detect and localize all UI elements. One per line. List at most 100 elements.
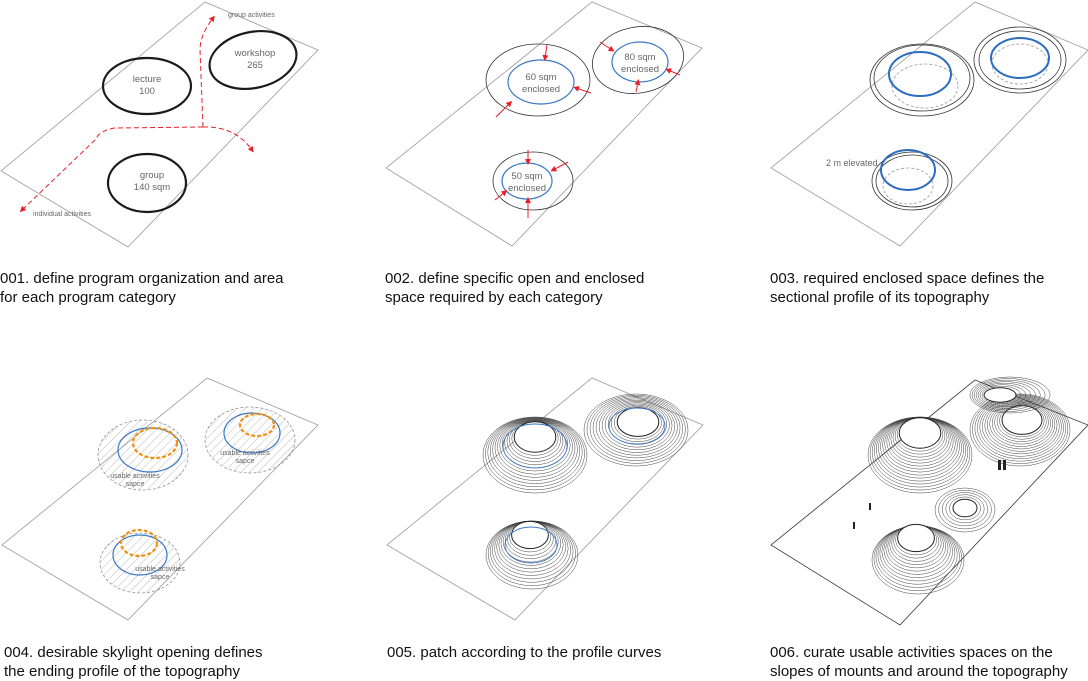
contour-line — [994, 402, 1049, 442]
panel-003: 2 m elevated — [770, 1, 1088, 247]
contour-line — [489, 417, 581, 484]
site-plane — [770, 1, 1088, 247]
contour-line — [949, 496, 981, 521]
contour-line — [974, 395, 1066, 462]
caption-line: 002. define specific open and enclosed — [385, 270, 645, 287]
label-60sqm: 60 sqm — [525, 72, 556, 83]
contour-line — [986, 399, 1056, 450]
caption-line: 001. define program organization and are… — [0, 270, 284, 287]
caption-line: 005. patch according to the profile curv… — [387, 644, 662, 661]
contour-line — [487, 417, 583, 487]
contour-line — [504, 420, 566, 466]
contour-line — [991, 401, 1051, 445]
topography-contours — [867, 376, 1071, 595]
caption-003: 003. required enclosed space defines the… — [770, 269, 1044, 307]
caption-line: 004. desirable skylight opening defines — [4, 644, 263, 661]
contour-line — [492, 418, 578, 481]
contour-line — [586, 394, 686, 464]
workshop-zone — [208, 30, 298, 90]
contour-line — [999, 404, 1045, 438]
lecture-area: 100 — [139, 86, 155, 97]
contour-line — [604, 402, 670, 448]
enclosed-outline — [504, 526, 558, 564]
usable-space-label: usable activities — [110, 473, 160, 480]
enclosed-outline — [502, 423, 568, 469]
contour-line — [607, 403, 668, 445]
contour-line — [969, 376, 1051, 414]
caption-002: 002. define specific open and enclosed sp… — [385, 269, 644, 307]
circulation-path — [19, 126, 204, 213]
group-zone — [106, 152, 188, 214]
contour-line — [485, 417, 585, 491]
contour-line — [938, 489, 992, 530]
contour-line — [979, 384, 1026, 406]
caption-line: 003. required enclosed space defines the — [770, 270, 1045, 287]
panel-006 — [770, 376, 1088, 626]
contour-line — [511, 520, 549, 550]
contour-line — [583, 393, 689, 467]
contour-line — [509, 420, 561, 459]
contour-line — [513, 421, 557, 453]
circulation-path — [202, 126, 254, 153]
contour-line — [975, 381, 1036, 409]
contour-line — [601, 401, 673, 451]
contour-line — [977, 382, 1031, 408]
caption-line: space required by each category — [385, 289, 603, 306]
workshop-label: workshop — [234, 48, 276, 59]
contour-line — [497, 418, 573, 475]
label-enclosed: enclosed — [508, 183, 546, 194]
label-50sqm: 50 sqm — [511, 171, 542, 182]
lecture-label: lecture — [133, 74, 162, 85]
contour-line — [598, 399, 675, 453]
contour-line — [482, 416, 588, 494]
contour-line — [595, 398, 678, 456]
contour-line — [592, 397, 681, 459]
site-plane — [1, 377, 319, 621]
caption-005: 005. patch according to the profile curv… — [387, 643, 661, 662]
contour-line — [494, 418, 576, 478]
caption-line: for each program category — [0, 289, 176, 306]
caption-line: the ending profile of the topography — [4, 663, 241, 680]
contour-line — [610, 404, 665, 443]
group-area: 140 sqm — [134, 182, 171, 193]
contour-line — [972, 394, 1069, 464]
contour-line — [969, 393, 1071, 467]
contour-line — [971, 378, 1046, 412]
contour-line — [616, 407, 660, 437]
contour-line — [934, 487, 996, 533]
group-activities-label: group activities — [228, 12, 275, 19]
usable-space-label: sapce — [126, 481, 145, 488]
individual-activities-label: individual activities — [33, 211, 91, 218]
label-80sqm: 80 sqm — [624, 52, 655, 63]
caption-line: 006. curate usable activities spaces on … — [770, 644, 1053, 661]
contour-line — [589, 396, 683, 461]
elevated-label: 2 m elevated — [826, 158, 878, 168]
caption-006: 006. curate usable activities spaces on … — [770, 643, 1068, 681]
circulation-path — [199, 15, 215, 128]
label-enclosed: enclosed — [522, 84, 560, 95]
caption-line: slopes of mounts and around the topograp… — [770, 663, 1068, 680]
red-arrows — [494, 41, 681, 218]
usable-space-label: sapce — [151, 574, 170, 581]
contour-line — [981, 386, 1022, 404]
contour-line — [983, 387, 1017, 403]
contour-line — [941, 492, 989, 527]
lecture-zone — [101, 56, 193, 116]
contour-line — [898, 417, 942, 449]
contour-line — [897, 523, 935, 553]
workshop-area: 265 — [247, 60, 263, 71]
caption-004: 004. desirable skylight opening defines t… — [4, 643, 263, 681]
topography-contours — [482, 393, 689, 590]
usable-space-label: usable activities — [220, 450, 270, 457]
caption-001: 001. define program organization and are… — [0, 269, 284, 307]
